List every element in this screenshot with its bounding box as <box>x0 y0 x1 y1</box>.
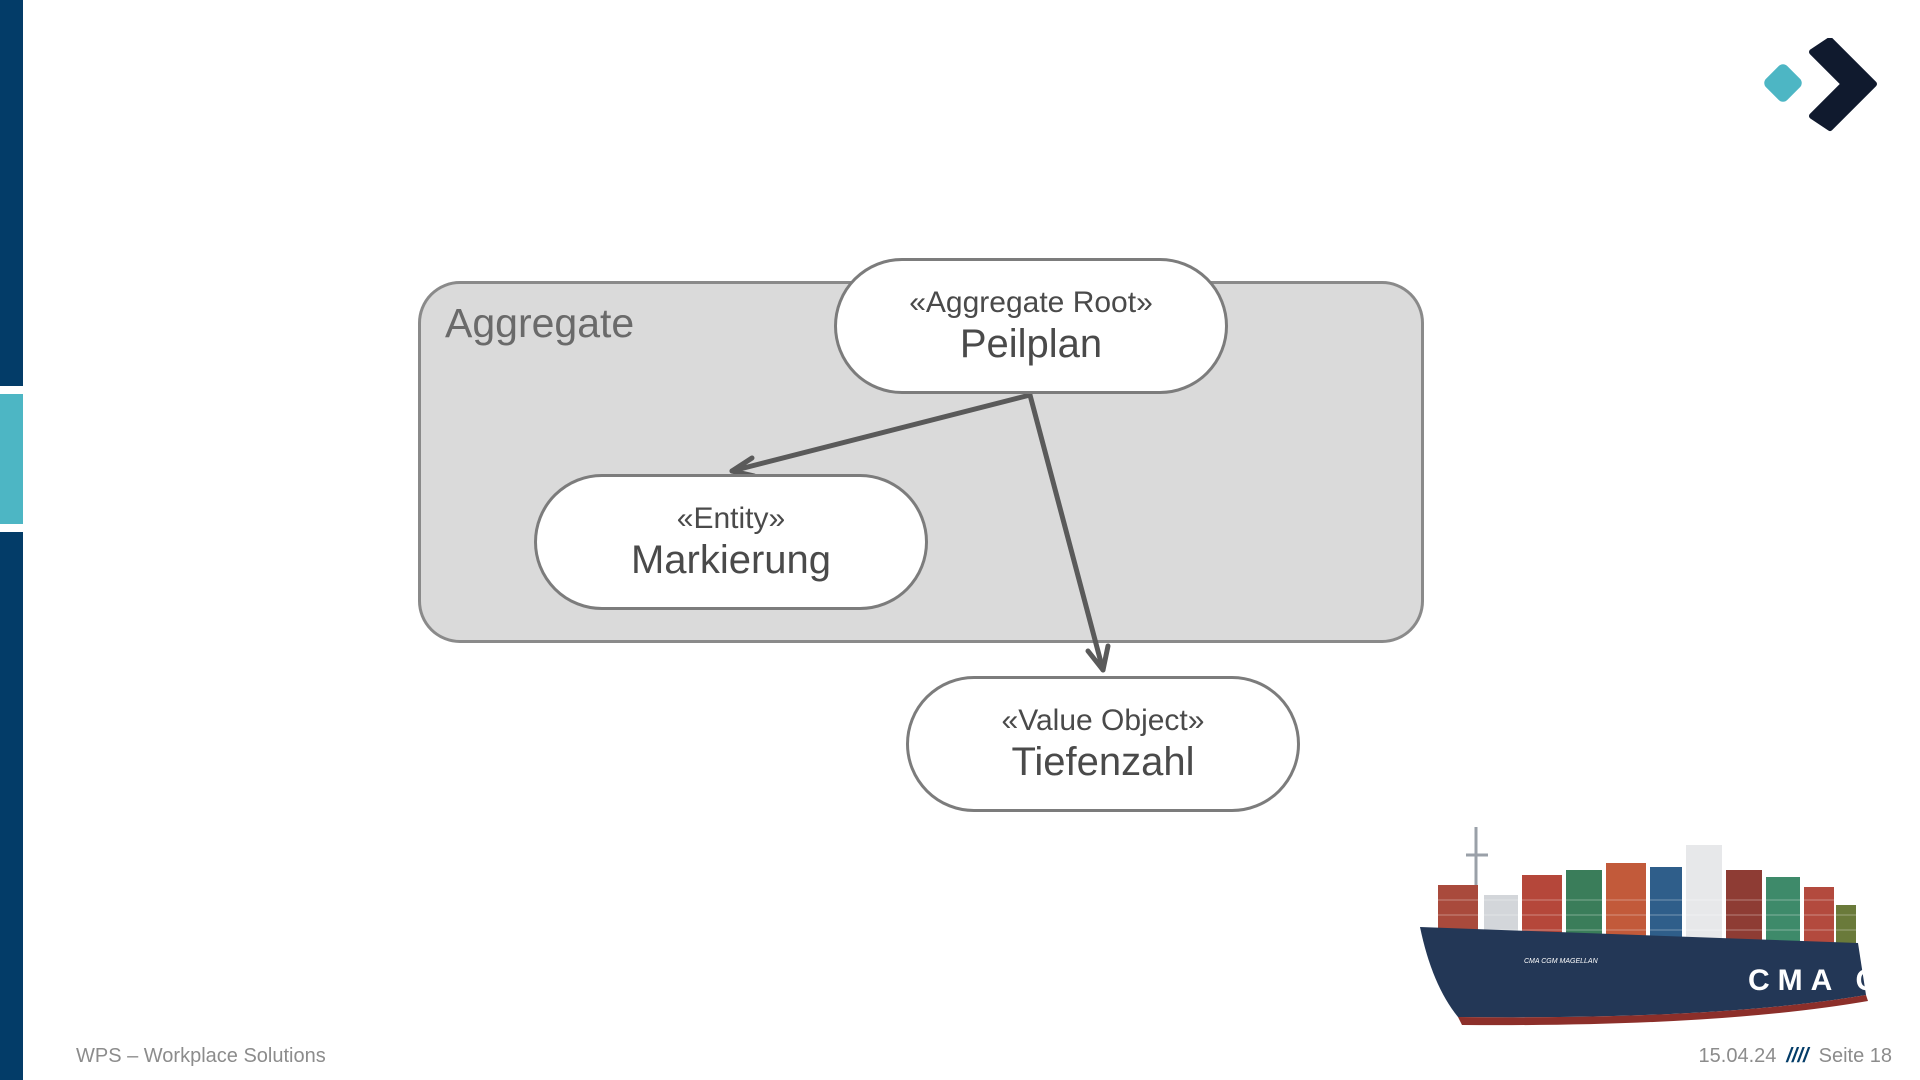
footer-company: WPS – Workplace Solutions <box>76 1045 326 1068</box>
node-stereotype: «Entity» <box>677 501 785 537</box>
node-name: Tiefenzahl <box>1011 739 1194 785</box>
footer-date: 15.04.24 <box>1699 1045 1777 1068</box>
ship-hull-text: CMA CGM <box>1748 964 1874 997</box>
footer-page-number: Seite 18 <box>1819 1045 1892 1068</box>
node-name: Markierung <box>631 537 831 583</box>
node-aggregate-root: «Aggregate Root» Peilplan <box>834 258 1228 394</box>
aggregate-label: Aggregate <box>445 300 634 347</box>
node-entity: «Entity» Markierung <box>534 474 928 610</box>
footer-separator: //// <box>1786 1045 1808 1068</box>
container-ship-image: CMA CGM CMA CGM MAGELLAN <box>1418 815 1874 1030</box>
node-stereotype: «Value Object» <box>1002 703 1205 739</box>
node-stereotype: «Aggregate Root» <box>909 285 1153 321</box>
node-value-object: «Value Object» Tiefenzahl <box>906 676 1300 812</box>
ship-name-text: CMA CGM MAGELLAN <box>1524 958 1599 965</box>
node-name: Peilplan <box>960 321 1102 367</box>
arrowhead-value <box>1088 646 1108 670</box>
footer-meta: 15.04.24 //// Seite 18 <box>1699 1045 1892 1068</box>
